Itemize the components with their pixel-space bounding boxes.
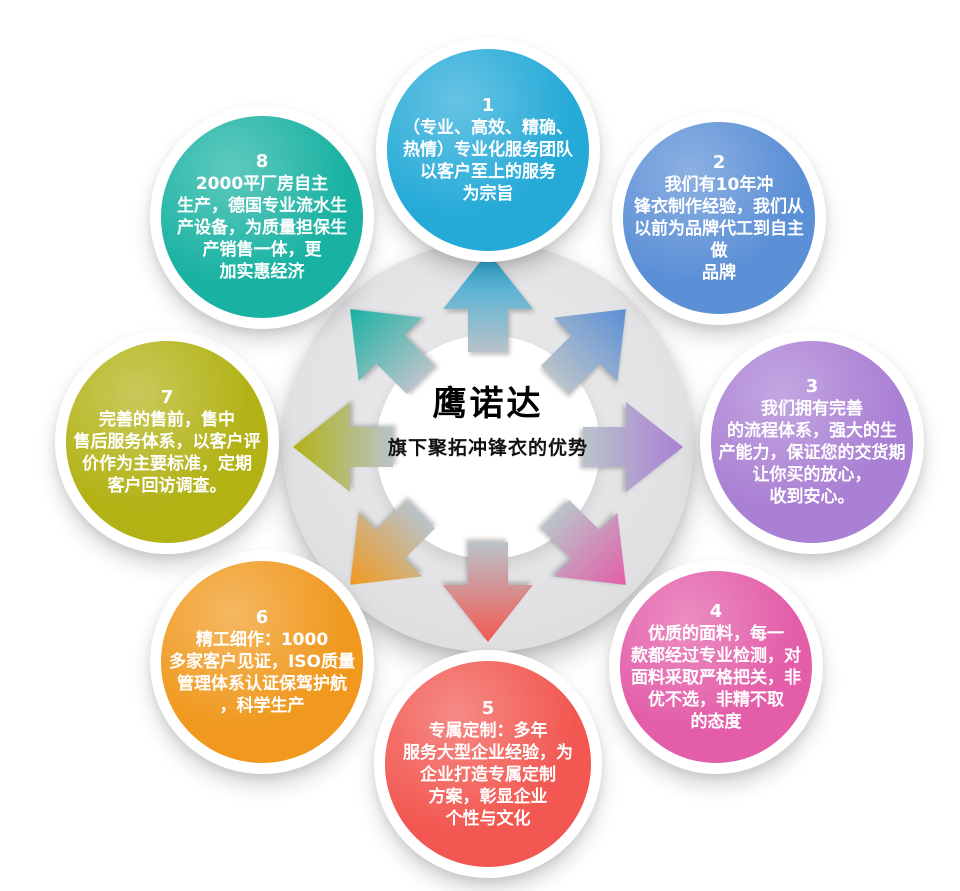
- arrow-up-right-icon: [541, 309, 626, 394]
- node-4: 4 优质的面料，每一 款都经过专业检测，对 面料采取严格把关，非 优不选，非精不…: [609, 560, 823, 774]
- node-6: 6 精工细作：1000 多家客户见证，ISO质量 管理体系认证保驾护航 ，科学生…: [150, 550, 374, 774]
- node-2-bubble: 2 我们有10年冲 锋衣制作经验，我们从 以前为品牌代工到自主做 品牌: [623, 122, 815, 314]
- center-text-block: 鹰诺达 旗下聚拓冲锋衣的优势: [376, 311, 600, 535]
- node-5: 5 专属定制：多年 服务大型企业经验，为 企业打造专属定制 方案，彰显企业 个性…: [374, 650, 602, 878]
- arrow-right-icon: [583, 402, 683, 492]
- node-8: 8 2000平厂房自主 生产，德国专业流水生 产设备，为质量担保生 产销售一体，…: [150, 105, 374, 329]
- node-5-number: 5: [481, 697, 495, 719]
- arrow-left-icon: [293, 402, 393, 492]
- node-8-text: 2000平厂房自主 生产，德国专业流水生 产设备，为质量担保生 产销售一体，更 …: [177, 174, 347, 283]
- node-3-number: 3: [805, 375, 819, 397]
- node-6-number: 6: [255, 606, 269, 628]
- node-1-text: （专业、高效、精确、 热情）专业化服务团队 以客户至上的服务 为宗旨: [403, 118, 573, 205]
- arrow-down-right-icon: [541, 500, 626, 585]
- node-7-number: 7: [160, 386, 174, 408]
- node-3-bubble: 3 我们拥有完善 的流程体系，强大的生 产能力，保证您的交货期 让你买的放心， …: [711, 341, 913, 543]
- node-4-bubble: 4 优质的面料，每一 款都经过专业检测，对 面料采取严格把关，非 优不选，非精不…: [620, 571, 812, 763]
- node-1-number: 1: [481, 94, 495, 116]
- node-7: 7 完善的售前，售中 售后服务体系，以客户评 价作为主要标准，定期 客户回访调查…: [55, 330, 279, 554]
- node-6-bubble: 6 精工细作：1000 多家客户见证，ISO质量 管理体系认证保驾护航 ，科学生…: [161, 561, 363, 763]
- arrows-graphic: [293, 252, 683, 642]
- node-4-number: 4: [709, 600, 723, 622]
- node-3-text: 我们拥有完善 的流程体系，强大的生 产能力，保证您的交货期 让你买的放心， 收到…: [718, 399, 906, 508]
- node-3: 3 我们拥有完善 的流程体系，强大的生 产能力，保证您的交货期 让你买的放心， …: [700, 330, 924, 554]
- arrow-down-icon: [443, 542, 533, 642]
- node-5-bubble: 5 专属定制：多年 服务大型企业经验，为 企业打造专属定制 方案，彰显企业 个性…: [385, 661, 591, 867]
- node-7-text: 完善的售前，售中 售后服务体系，以客户评 价作为主要标准，定期 客户回访调查。: [73, 410, 261, 497]
- node-6-text: 精工细作：1000 多家客户见证，ISO质量 管理体系认证保驾护航 ，科学生产: [168, 630, 356, 717]
- node-1: 1 （专业、高效、精确、 热情）专业化服务团队 以客户至上的服务 为宗旨: [376, 38, 600, 262]
- brand-title: 鹰诺达: [432, 383, 544, 424]
- node-2-number: 2: [712, 151, 726, 173]
- arrow-down-left-icon: [350, 500, 435, 585]
- node-2: 2 我们有10年冲 锋衣制作经验，我们从 以前为品牌代工到自主做 品牌: [612, 111, 826, 325]
- diagram-subtitle: 旗下聚拓冲锋衣的优势: [387, 437, 588, 460]
- node-8-bubble: 8 2000平厂房自主 生产，德国专业流水生 产设备，为质量担保生 产销售一体，…: [161, 116, 363, 318]
- node-1-bubble: 1 （专业、高效、精确、 热情）专业化服务团队 以客户至上的服务 为宗旨: [387, 49, 589, 251]
- arrow-up-left-icon: [350, 309, 435, 394]
- node-5-text: 专属定制：多年 服务大型企业经验，为 企业打造专属定制 方案，彰显企业 个性与文…: [403, 721, 573, 830]
- node-4-text: 优质的面料，每一 款都经过专业检测，对 面料采取严格把关，非 优不选，非精不取 …: [631, 624, 801, 733]
- arrow-up-icon: [443, 252, 533, 352]
- node-2-text: 我们有10年冲 锋衣制作经验，我们从 以前为品牌代工到自主做 品牌: [634, 175, 804, 284]
- node-8-number: 8: [255, 150, 269, 172]
- node-7-bubble: 7 完善的售前，售中 售后服务体系，以客户评 价作为主要标准，定期 客户回访调查…: [66, 341, 268, 543]
